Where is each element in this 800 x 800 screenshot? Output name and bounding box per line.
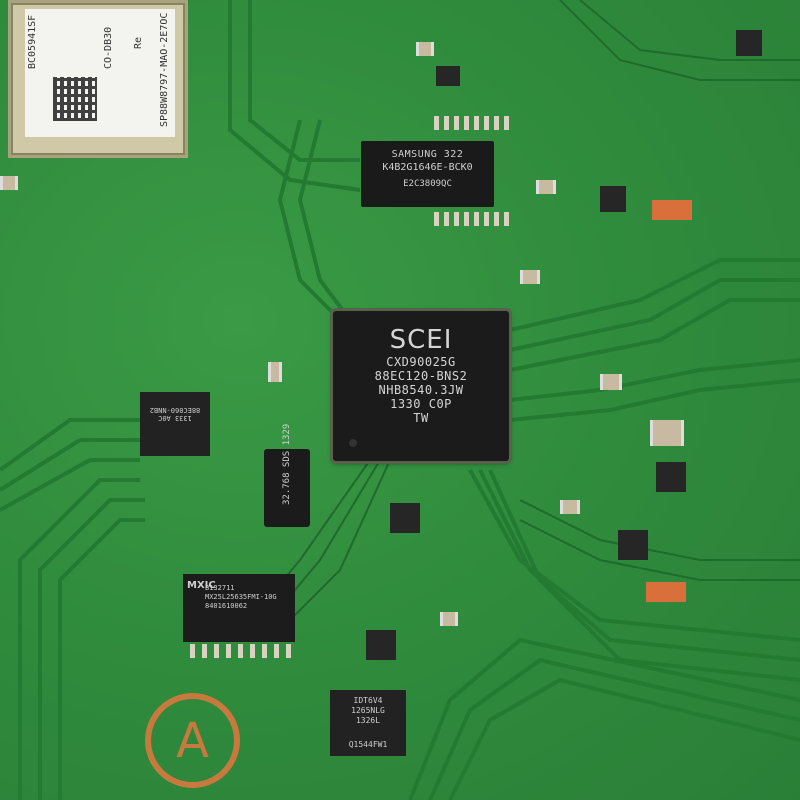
a-logo-mark: A — [145, 693, 240, 788]
capacitor — [440, 612, 458, 626]
clock-label: 32.768 SDS 1329 — [282, 423, 292, 505]
copper-pad — [652, 200, 692, 220]
small-ic — [736, 30, 762, 56]
pin1-dot — [349, 439, 357, 447]
soc-line-5: TW — [413, 411, 429, 425]
module-text-3: Re — [133, 36, 144, 49]
qr-code — [53, 77, 97, 121]
pll-line-4: Q1544FW1 — [348, 740, 388, 749]
soc-brand: SCEI — [389, 325, 453, 355]
a-logo-letter: A — [176, 712, 209, 769]
capacitor — [536, 180, 556, 194]
flash-chip: MXIC B132711 MX25L25635FMI-10G 840161006… — [183, 574, 295, 642]
capacitor — [416, 42, 434, 56]
module-text-2: CO-DB30 — [103, 26, 114, 69]
ctrl-line-1: 88EC060-NNB2 — [149, 406, 201, 414]
ram-chip: SAMSUNG 322 K4B2G1646E-BCK0 E2C3809QC — [361, 141, 494, 207]
controller-chip: 88EC060-NNB2 1333 A0C — [140, 392, 210, 456]
pll-line-2: 1265NLG — [351, 706, 385, 715]
copper-pad — [646, 582, 686, 602]
small-ic — [656, 462, 686, 492]
module-label: BC05941SF CO-DB30 Re SP88W8797-MAO-2E7OC — [25, 9, 175, 137]
capacitor — [600, 374, 622, 390]
capacitor — [560, 500, 580, 514]
capacitor — [650, 420, 684, 446]
capacitor — [0, 176, 18, 190]
soc-chip: SCEI CXD90025G 88EC120-BNS2 NHB8540.3JW … — [333, 311, 509, 461]
soc-line-1: CXD90025G — [386, 355, 456, 369]
small-ic — [366, 630, 396, 660]
pll-line-3: 1326L — [355, 716, 381, 725]
flash-pins — [190, 644, 291, 658]
small-ic — [600, 186, 626, 212]
small-ic — [390, 503, 420, 533]
mxic-logo: MXIC — [187, 580, 216, 591]
module-text-1: BC05941SF — [27, 14, 38, 69]
capacitor — [268, 362, 282, 382]
ctrl-line-2: 1333 A0C — [158, 414, 192, 422]
crystal-oscillator: 32.768 SDS 1329 — [264, 423, 310, 527]
pll-line-1: IDT6V4 — [353, 696, 383, 705]
ram-pins-bottom — [434, 212, 509, 226]
flash-line-3: 8401610062 — [205, 602, 248, 610]
clock-generator-chip: IDT6V4 1265NLG 1326L Q1544FW1 — [330, 690, 406, 756]
ram-line-3: E2C3809QC — [403, 179, 452, 189]
flash-line-2: MX25L25635FMI-10G — [205, 593, 277, 601]
small-ic — [436, 66, 460, 86]
flash-line-1: B132711 — [205, 584, 235, 592]
capacitor — [520, 270, 540, 284]
ram-line-1: SAMSUNG 322 — [391, 149, 464, 160]
soc-line-3: NHB8540.3JW — [378, 383, 464, 397]
small-ic — [618, 530, 648, 560]
wifi-module: BC05941SF CO-DB30 Re SP88W8797-MAO-2E7OC — [8, 0, 188, 158]
soc-line-2: 88EC120-BNS2 — [374, 369, 468, 383]
ram-line-2: K4B2G1646E-BCK0 — [382, 162, 473, 173]
module-text-4: SP88W8797-MAO-2E7OC — [159, 12, 170, 127]
soc-line-4: 1330 C0P — [390, 397, 452, 411]
ram-pins-top — [434, 116, 509, 130]
